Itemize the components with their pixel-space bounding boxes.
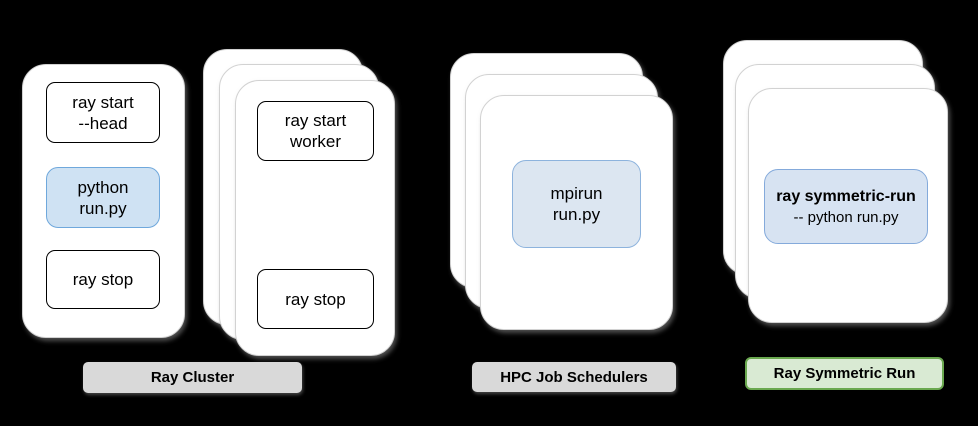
- cmd-line: --head: [78, 113, 128, 133]
- badge-text: Ray Symmetric Run: [773, 365, 916, 382]
- cmd-line-bold: ray symmetric-run: [776, 187, 916, 205]
- cmd-mpirun-run: mpirun run.py: [512, 160, 641, 248]
- badge-text: Ray Cluster: [150, 369, 235, 386]
- hpc-job-card-front: mpirun run.py: [480, 95, 673, 330]
- cmd-line: python: [77, 177, 129, 197]
- label-ray-symmetric-run: Ray Symmetric Run: [745, 357, 944, 390]
- cmd-ray-stop: ray stop: [46, 250, 160, 309]
- cmd-line: ray start: [284, 111, 347, 130]
- label-ray-cluster: Ray Cluster: [83, 362, 302, 393]
- cmd-ray-start-head: ray start --head: [46, 82, 160, 143]
- cmd-line: -- python run.py: [793, 208, 899, 226]
- cmd-line: ray start: [72, 92, 134, 112]
- cmd-line: run.py: [79, 198, 127, 218]
- cmd-python-run: python run.py: [46, 167, 160, 228]
- cmd-line: ray stop: [285, 289, 346, 309]
- cmd-line: worker: [289, 132, 341, 151]
- badge-text: HPC Job Schedulers: [500, 368, 648, 386]
- cmd-ray-stop-worker: ray stop: [257, 269, 374, 329]
- cmd-ray-symmetric-run: ray symmetric-run -- python run.py: [764, 169, 928, 244]
- label-hpc-job-schedulers: HPC Job Schedulers: [472, 362, 676, 392]
- head-node-card: ray start --head python run.py ray stop: [22, 64, 185, 338]
- cmd-line: run.py: [552, 205, 601, 224]
- symmetric-run-card-front: ray symmetric-run -- python run.py: [748, 88, 948, 323]
- cmd-line: mpirun: [550, 184, 603, 203]
- cmd-line: ray stop: [72, 270, 134, 289]
- cmd-ray-start-worker: ray start worker: [257, 101, 374, 161]
- worker-node-card-front: ray start worker ray stop: [235, 80, 395, 356]
